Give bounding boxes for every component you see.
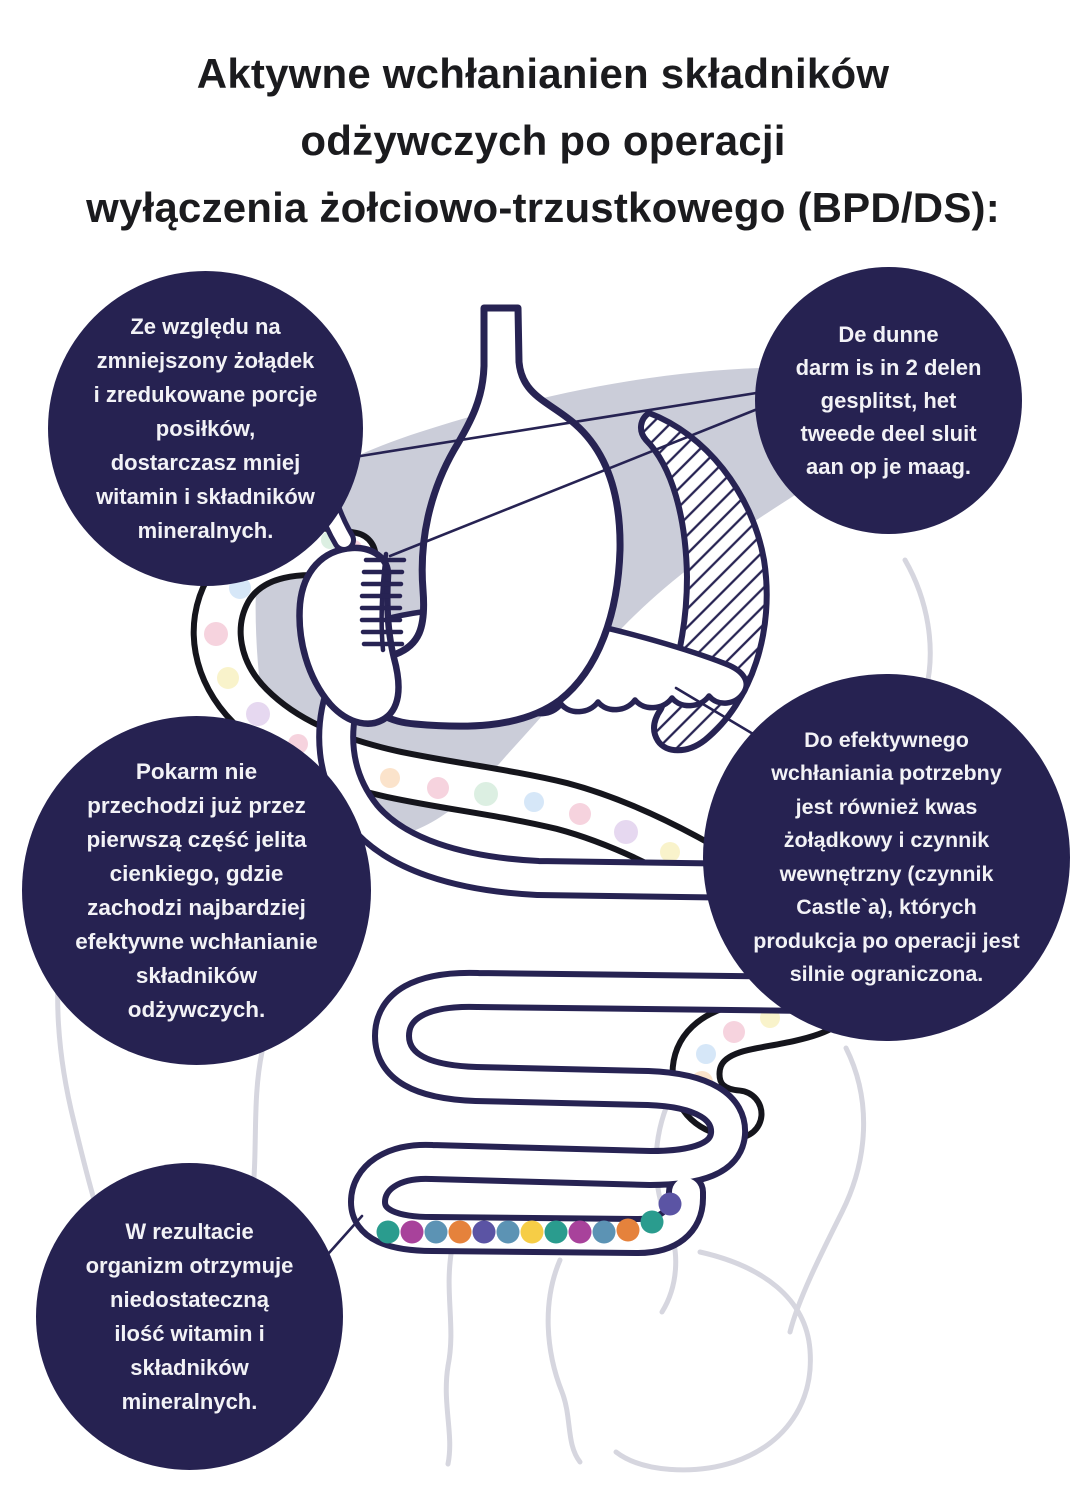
nutrient-dot [246,702,270,726]
bubble-food-bypass-text: Pokarm nie przechodzi już przez pierwszą… [75,758,318,1022]
nutrient-dot [640,1210,664,1234]
title-line-3: wyłączenia żołciowo-trzustkowego (BPD/DS… [86,184,1000,232]
bubble-result-deficiency: W rezultacie organizm otrzymuje niedosta… [36,1163,343,1470]
nutrient-dot [400,1220,424,1244]
nutrient-dot [524,792,544,812]
nutrient-dot [544,1220,568,1244]
nutrient-dot [376,1220,400,1244]
bubble-absorption-factors: Do efektywnego wchłaniania potrzebny jes… [703,674,1070,1041]
common-channel-dots [376,1192,682,1244]
nutrient-dot [723,1021,745,1043]
nutrient-dot [568,1220,592,1244]
nutrient-dot [496,1220,520,1244]
nutrient-dot [696,1044,716,1064]
title-line-1: Aktywne wchłanianien składników [196,50,890,98]
staple-line [359,551,407,653]
nutrient-dot [614,820,638,844]
nutrient-dot [660,842,680,862]
nutrient-dot [448,1220,472,1244]
nutrient-dot [427,777,449,799]
nutrient-dot [424,1220,448,1244]
nutrient-dot [569,803,591,825]
stomach-sleeve [361,304,624,730]
callout-line-stomach [346,384,802,460]
duodenal-bulb [296,544,402,727]
nutrient-dot [380,768,400,788]
nutrient-dot [616,1218,640,1242]
bubble-absorption-factors-text: Do efektywnego wchłaniania potrzebny jes… [753,727,1020,987]
nutrient-dot [520,1220,544,1244]
page-title: Aktywne wchłanianien składników odżywczy… [0,40,1086,241]
nutrient-dot [592,1220,616,1244]
nutrient-dot [217,667,239,689]
bubble-stomach-size: Ze względu na zmniejszony żołądek i zred… [48,271,363,586]
nutrient-dot [474,782,498,806]
bubble-bowel-split-text: De dunne darm is in 2 delen gesplitst, h… [795,322,982,479]
small-intestine [316,666,937,1256]
callout-line-duodenum [388,390,802,558]
bubble-stomach-size-text: Ze względu na zmniejszony żołądek i zred… [93,313,318,543]
bubble-bowel-split: De dunne darm is in 2 delen gesplitst, h… [755,267,1022,534]
nutrient-dot [472,1220,496,1244]
bubble-result-deficiency-text: W rezultacie organizm otrzymuje niedosta… [85,1218,294,1414]
title-line-2: odżywczych po operacji [300,117,786,165]
bubble-food-bypass: Pokarm nie przechodzi już przez pierwszą… [22,716,371,1065]
nutrient-dot [204,622,228,646]
nutrient-dot [658,1192,682,1216]
